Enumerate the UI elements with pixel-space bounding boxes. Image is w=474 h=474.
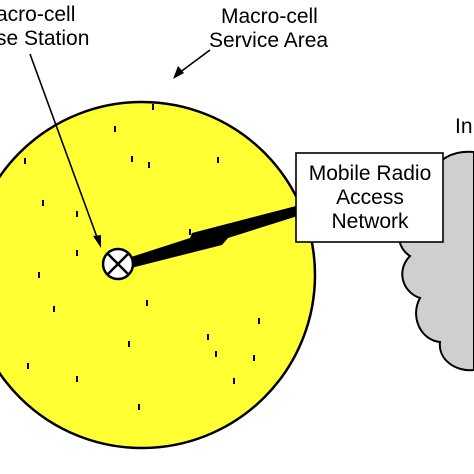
mobile-terminal <box>131 156 133 162</box>
mobile-terminal <box>253 355 255 361</box>
mobile-terminal <box>138 404 140 410</box>
service-area-label-line1: Macro-cell <box>221 5 318 28</box>
service-area-label-line2: Service Area <box>209 29 328 52</box>
mobile-terminal <box>189 229 191 235</box>
mobile-terminal <box>148 162 150 168</box>
mobile-terminal <box>233 378 235 384</box>
mobile-terminal <box>53 306 55 312</box>
mobile-terminal <box>27 363 29 369</box>
mobile-terminal <box>42 200 44 206</box>
mobile-terminal <box>217 157 219 163</box>
ran-label-line3: Network <box>331 210 409 233</box>
mobile-terminal <box>38 272 40 278</box>
mobile-terminal <box>76 211 78 217</box>
macro-cell-area <box>0 100 317 450</box>
mobile-terminal <box>258 318 260 324</box>
internet-label: In <box>455 115 473 138</box>
base-station-label-line1: acro-cell <box>0 3 75 26</box>
mobile-terminal <box>215 351 217 357</box>
base-station-label-line2: se Station <box>0 27 89 50</box>
mobile-terminal <box>114 126 116 132</box>
mobile-terminal <box>207 334 209 340</box>
mobile-terminal <box>76 376 78 382</box>
ran-label-line1: Mobile Radio <box>309 162 432 185</box>
mobile-terminal <box>24 158 26 164</box>
base-station-arrow <box>29 53 101 248</box>
service-area-arrow <box>173 49 211 79</box>
mobile-terminal <box>152 104 154 110</box>
lightning-bolt-icon <box>128 206 304 268</box>
mobile-terminal <box>128 341 130 347</box>
ran-label-line2: Access <box>336 186 404 209</box>
mobile-terminal <box>76 250 78 256</box>
base-station-icon <box>101 247 135 281</box>
radio-access-network-box: Mobile Radio Access Network <box>295 152 444 243</box>
mobile-terminals <box>24 104 260 410</box>
mobile-terminal <box>146 300 148 306</box>
